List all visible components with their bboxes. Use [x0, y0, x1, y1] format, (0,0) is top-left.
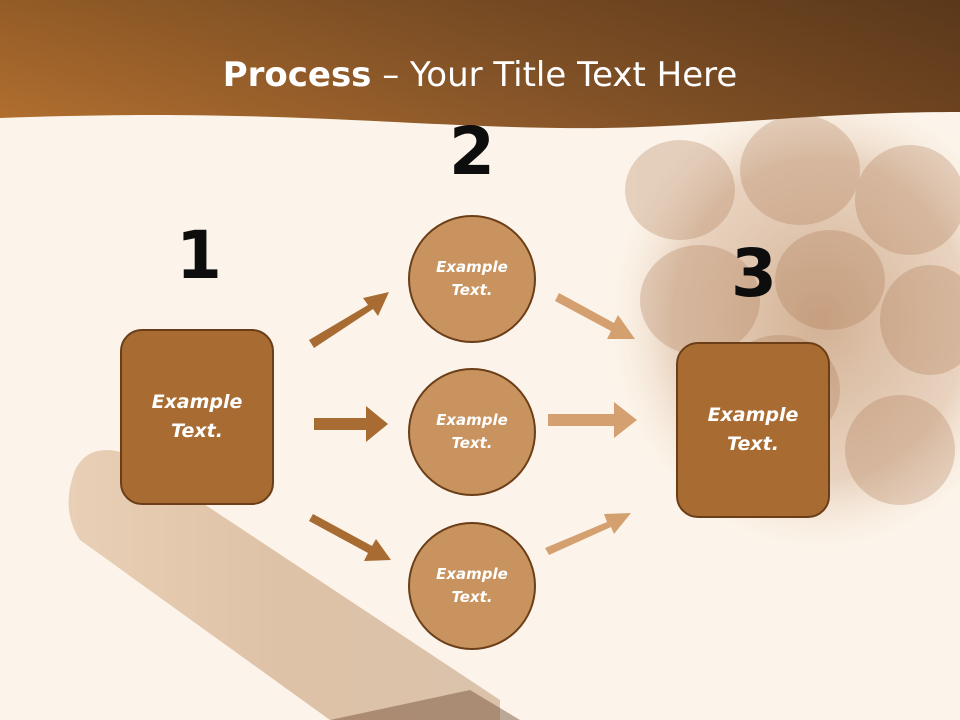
- step-1-label: Example Text.: [151, 391, 243, 442]
- circle-middle-label: Example Text.: [436, 411, 508, 452]
- title-bold: Process: [222, 55, 372, 95]
- step-3-box: Example Text.: [676, 342, 830, 518]
- step-number-3: 3: [731, 235, 777, 312]
- arrow-down-right: [555, 293, 635, 339]
- step-1-box: Example Text.: [120, 329, 274, 505]
- circle-bottom: Example Text.: [408, 522, 536, 650]
- arrow-middle-right: [548, 402, 637, 438]
- arrow-down-left: [309, 514, 391, 561]
- circle-middle: Example Text.: [408, 368, 536, 496]
- arrow-up-left: [309, 292, 389, 348]
- title-rest: – Your Title Text Here: [371, 55, 738, 95]
- step-number-1: 1: [176, 217, 222, 294]
- circle-top-label: Example Text.: [436, 258, 508, 299]
- arrows-left-group: [309, 292, 391, 561]
- slide-title: Process – Your Title Text Here: [0, 50, 960, 100]
- arrow-up-right: [545, 513, 631, 555]
- arrows-right-group: [545, 293, 637, 555]
- arrow-middle-left: [314, 406, 388, 442]
- step-number-2: 2: [449, 113, 495, 190]
- step-3-label: Example Text.: [707, 404, 799, 455]
- circle-bottom-label: Example Text.: [436, 565, 508, 606]
- circle-top: Example Text.: [408, 215, 536, 343]
